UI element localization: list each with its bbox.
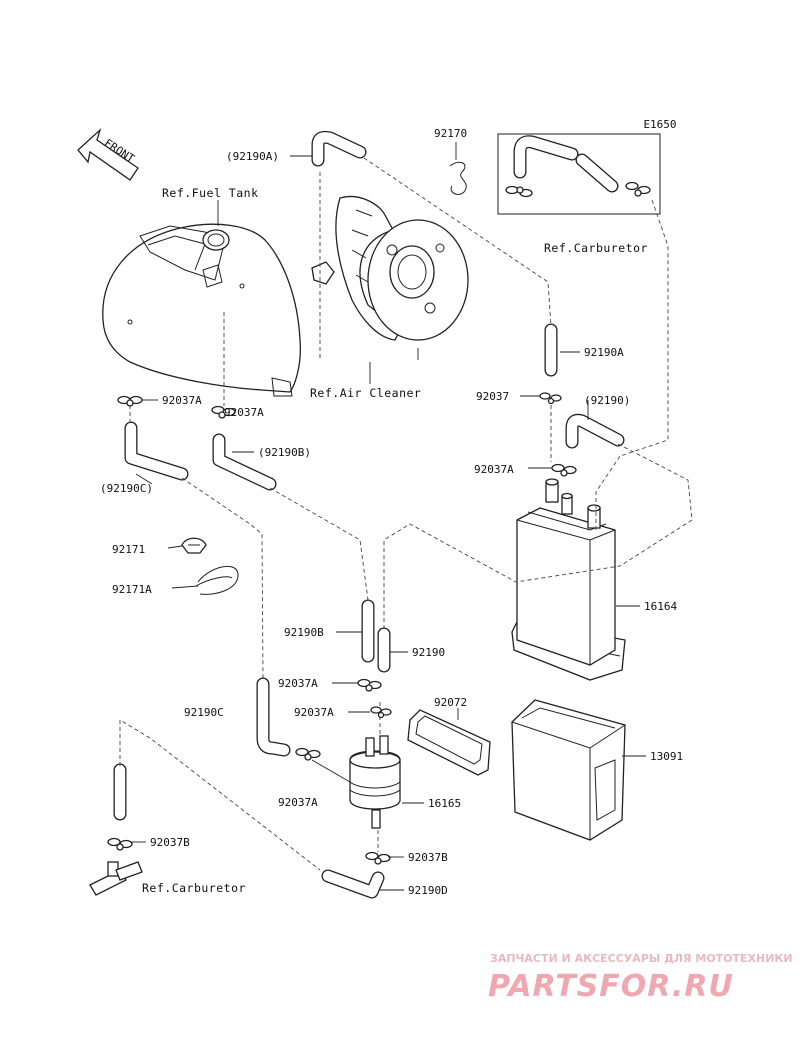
ref-air-cleaner-label: Ref.Air Cleaner	[310, 386, 421, 400]
label-16164: 16164	[644, 600, 677, 613]
label-92190D: 92190D	[408, 884, 448, 897]
label-92037: 92037	[476, 390, 509, 403]
label-13091: 13091	[650, 750, 683, 763]
inset-clamp-right-icon	[625, 181, 651, 197]
hose-92190C-paren	[124, 421, 189, 481]
clamp-92037A-tank-left-icon	[117, 395, 143, 407]
clip-92171-icon	[181, 537, 207, 554]
carburetor-inset-box: E1650	[497, 118, 677, 215]
air-cleaner	[311, 195, 469, 341]
clip-92171A-icon	[195, 565, 239, 595]
leader-lines	[130, 142, 646, 891]
label-92190A-right: 92190A	[584, 346, 624, 359]
hose-92190C	[256, 677, 291, 757]
plate-92072	[407, 709, 491, 776]
canister-16164	[511, 478, 626, 681]
routing-lines	[119, 157, 693, 871]
label-92190C-paren: (92190C)	[100, 482, 153, 495]
label-92171A: 92171A	[112, 583, 152, 596]
front-arrow-icon: FRONT	[77, 127, 139, 181]
clamp-92037A-tank-right-icon	[211, 405, 236, 419]
label-92190: 92190	[412, 646, 445, 659]
label-92171: 92171	[112, 543, 145, 556]
label-92190B-paren: (92190B)	[258, 446, 311, 459]
label-92037A-mid: 92037A	[278, 677, 318, 690]
ref-carburetor-bottom-label: Ref.Carburetor	[142, 881, 246, 895]
label-92037A-canister: 92037A	[474, 463, 514, 476]
label-16165: 16165	[428, 797, 461, 810]
clamp-92037A-mid-icon	[357, 678, 382, 692]
clamp-92037A-filter-left-icon	[295, 747, 321, 761]
hose-92190-paren	[565, 413, 625, 449]
label-92037A-tank-left: 92037A	[162, 394, 202, 407]
hose-92190D	[321, 869, 385, 899]
label-92037A-filter-left: 92037A	[278, 796, 318, 809]
label-92037A-filter-top: 92037A	[294, 706, 334, 719]
model-code: E1650	[643, 118, 676, 131]
clamp-92170-icon	[449, 161, 467, 195]
fuel-filter-16165	[349, 735, 401, 829]
label-92190-paren: (92190)	[584, 394, 630, 407]
fuel-tank	[102, 223, 301, 397]
watermark-brand: PARTSFOR.RU	[488, 969, 734, 1004]
label-92037B-right: 92037B	[408, 851, 448, 864]
hose-92190A-top	[311, 130, 367, 167]
label-92037A-tank-right: 92037A	[224, 406, 264, 419]
clamp-92037A-filter-top-icon	[370, 706, 392, 719]
label-92190C: 92190C	[184, 706, 224, 719]
carburetor-fitting	[89, 861, 143, 896]
watermark-tagline: ЗАПЧАСТИ И АКСЕССУАРЫ ДЛЯ МОТОТЕХНИКИ	[490, 952, 793, 965]
hose-92190B-paren	[212, 433, 277, 491]
clamp-92037B-left-icon	[107, 837, 133, 851]
canister-bracket-13091	[511, 699, 626, 841]
label-92190B: 92190B	[284, 626, 324, 639]
label-92072: 92072	[434, 696, 467, 709]
inset-clamp-left-icon	[505, 185, 533, 198]
label-92190A-top: (92190A)	[226, 150, 279, 163]
label-92170: 92170	[434, 127, 467, 140]
ref-fuel-tank-label: Ref.Fuel Tank	[162, 186, 259, 200]
clamp-92037A-canister-icon	[551, 463, 577, 477]
clamp-92037-icon	[539, 392, 562, 405]
ref-carburetor-top-label: Ref.Carburetor	[544, 241, 648, 255]
label-92037B-left: 92037B	[150, 836, 190, 849]
clamp-92037B-right-icon	[365, 851, 391, 865]
